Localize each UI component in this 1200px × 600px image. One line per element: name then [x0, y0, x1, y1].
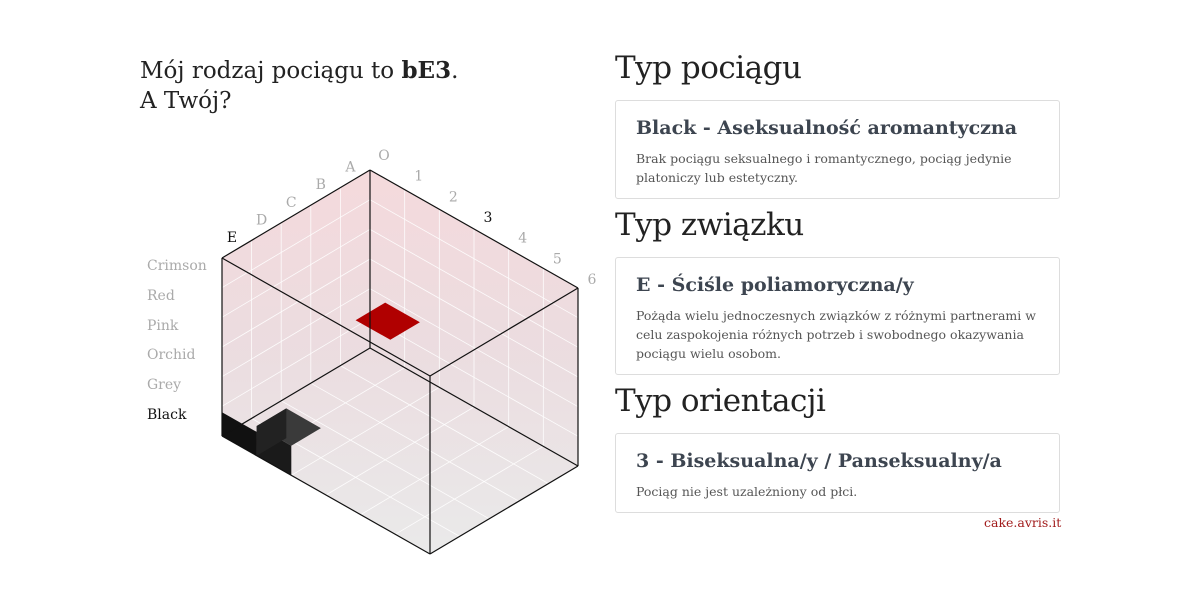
grid-line [369, 317, 579, 437]
card-orientation: 3 - Biseksualna/y / Panseksualny/a Pocią… [615, 433, 1060, 513]
grid-line [340, 365, 549, 484]
black-block-corner [222, 412, 257, 456]
grid-line [221, 317, 371, 407]
cube-edge [369, 169, 579, 289]
grid-line [221, 288, 371, 378]
card-relationship-description: Pożąda wielu jednoczesnych związków z ró… [636, 308, 1036, 361]
card-attraction-description: Brak pociągu seksualnego i romantycznego… [636, 151, 1012, 185]
cube-graphic[interactable]: A B C D E O 1 2 3 4 5 6 [120, 148, 600, 570]
color-item-black[interactable]: Black [147, 406, 187, 423]
grid-line [369, 228, 579, 348]
grid-line [281, 400, 490, 520]
black-block-side [256, 408, 287, 456]
number-label-5: 5 [553, 251, 562, 267]
grid-line [360, 426, 509, 516]
grid-line [310, 382, 519, 502]
color-item-red[interactable]: Red [147, 287, 175, 304]
grid-line [369, 288, 579, 408]
card-relationship: E - Ściśle poliamoryczna/y Pożąda wielu … [615, 257, 1060, 375]
headline-code: bE3 [401, 57, 452, 84]
letter-label-a: A [344, 160, 356, 176]
letter-label-b: B [316, 177, 326, 193]
site-link[interactable]: cake.avris.it [984, 515, 1062, 530]
card-attraction: Black - Aseksualność aromantyczna Brak p… [615, 100, 1060, 199]
section-heading-relationship: Typ związku [615, 207, 804, 243]
card-orientation-title: 3 - Biseksualna/y / Panseksualny/a [636, 450, 1002, 472]
letter-label-c: C [286, 195, 297, 211]
letter-label-d: D [256, 212, 267, 228]
selected-cell [355, 302, 420, 340]
card-orientation-description: Pociąg nie jest uzależniony od płci. [636, 484, 858, 499]
results-panel: Typ pociągu Black - Aseksualność aromant… [615, 48, 1060, 519]
cube-edge [429, 465, 579, 555]
headline-prefix: Mój rodzaj pociągu to [140, 58, 402, 84]
cube-edge [429, 287, 579, 377]
color-item-orchid[interactable]: Orchid [147, 347, 196, 364]
cube-edge [221, 169, 371, 259]
grid-line [291, 386, 440, 476]
number-label-4: 4 [518, 231, 527, 247]
number-label-o: O [378, 148, 389, 164]
grid-line [369, 199, 579, 319]
number-label-3: 3 [484, 210, 493, 226]
section-heading-attraction: Typ pociągu [615, 50, 802, 86]
cube-edge [221, 257, 431, 377]
cube-tint [222, 170, 578, 554]
headline-suffix: . [451, 58, 459, 84]
grid-line [221, 258, 371, 348]
grid-line [369, 258, 579, 378]
section-heading-orientation: Typ orientacji [615, 383, 826, 419]
letter-label-e: E [227, 230, 237, 246]
grid-line [221, 199, 371, 289]
card-attraction-title: Black - Aseksualność aromantyczna [636, 117, 1018, 139]
attraction-cube[interactable]: A B C D E O 1 2 3 4 5 6 [120, 148, 600, 570]
number-label-1: 1 [414, 169, 423, 185]
grid-line [221, 228, 371, 318]
number-label-6: 6 [588, 272, 597, 288]
cube-edge [221, 435, 431, 555]
color-item-pink[interactable]: Pink [147, 317, 179, 334]
headline: Mój rodzaj pociągu to bE3. A Twój? [140, 56, 560, 116]
color-item-crimson[interactable]: Crimson [147, 258, 207, 274]
card-relationship-title: E - Ściśle poliamoryczna/y [636, 274, 914, 296]
color-item-grey[interactable]: Grey [147, 377, 182, 394]
headline-question: A Twój? [140, 88, 232, 114]
cube-edge [221, 347, 371, 437]
grid-line [325, 406, 475, 496]
cube-edge [369, 347, 579, 467]
number-label-2: 2 [449, 189, 458, 205]
color-list: Crimson Red Pink Orchid Grey Black [147, 256, 207, 435]
grid-line [395, 445, 544, 535]
